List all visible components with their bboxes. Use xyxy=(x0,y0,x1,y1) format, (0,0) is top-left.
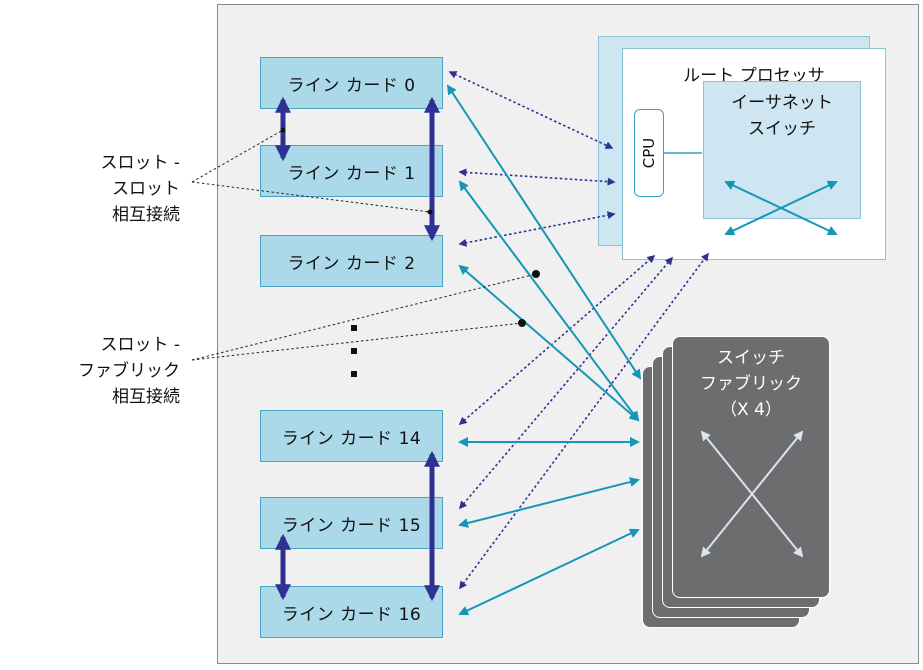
slot-to-slot-line2: スロット xyxy=(112,179,180,199)
slot-to-fabric-label: スロット - ファブリック 相互接続 xyxy=(40,332,180,410)
slot-to-fabric-line2: ファブリック xyxy=(78,361,180,381)
fabric-link-card1 xyxy=(458,180,640,422)
fabric-link-card15 xyxy=(458,477,640,528)
slot-leader-dot-b xyxy=(427,209,433,215)
fabric-leader-a xyxy=(191,273,537,361)
ethernet-switch-line2: スイッチ xyxy=(748,119,816,139)
slot-to-slot-line1: スロット - xyxy=(100,153,180,173)
ellipsis-dot-2 xyxy=(351,348,357,354)
slot-leader-a xyxy=(191,129,284,183)
switch-fabric-line1: スイッチ xyxy=(717,348,785,368)
slot-leader-dot-a xyxy=(280,127,286,133)
switch-fabric-line3: （X 4） xyxy=(720,400,782,420)
line-card-2-label: ライン カード 2 xyxy=(287,253,416,274)
fabric-leader-dot-a xyxy=(532,270,540,278)
line-card-1-label: ライン カード 1 xyxy=(287,163,416,184)
control-link-card2 xyxy=(458,211,616,247)
control-link-card15 xyxy=(458,256,674,510)
fabric-leader-b xyxy=(191,322,523,361)
line-card-2: ライン カード 2 xyxy=(260,235,443,287)
control-link-card1 xyxy=(458,168,616,186)
control-link-card14 xyxy=(458,254,656,426)
ethernet-switch-line1: イーサネット xyxy=(731,93,833,113)
control-link-card0 xyxy=(448,71,614,149)
line-card-0-label: ライン カード 0 xyxy=(287,75,416,96)
switch-fabric-title: スイッチ ファブリック （X 4） xyxy=(673,345,829,423)
line-card-15-label: ライン カード 15 xyxy=(281,515,422,536)
ellipsis-dot-3 xyxy=(351,371,357,377)
slot-to-slot-label: スロット - スロット 相互接続 xyxy=(40,150,180,228)
line-card-0: ライン カード 0 xyxy=(260,57,443,109)
slot-leader-b xyxy=(191,181,431,213)
slot-to-fabric-line3: 相互接続 xyxy=(112,387,180,407)
fabric-cross-b xyxy=(700,430,804,558)
ethernet-switch-title: イーサネット スイッチ xyxy=(704,90,860,142)
line-card-14: ライン カード 14 xyxy=(260,410,443,462)
fabric-link-card2 xyxy=(458,264,640,422)
ellipsis-dot-1 xyxy=(351,325,357,331)
control-link-card16 xyxy=(459,252,709,590)
line-card-14-label: ライン カード 14 xyxy=(281,428,422,449)
slot-to-slot-line3: 相互接続 xyxy=(112,205,180,225)
fabric-leader-dot-b xyxy=(518,319,526,327)
fabric-link-card0 xyxy=(446,84,642,380)
slot-to-fabric-line1: スロット - xyxy=(100,335,180,355)
ethernet-switch-cross-b xyxy=(724,180,838,236)
switch-fabric-line2: ファブリック xyxy=(700,374,802,394)
line-card-16-label: ライン カード 16 xyxy=(281,604,422,625)
fabric-link-card16 xyxy=(458,528,640,616)
line-card-1: ライン カード 1 xyxy=(260,145,443,197)
